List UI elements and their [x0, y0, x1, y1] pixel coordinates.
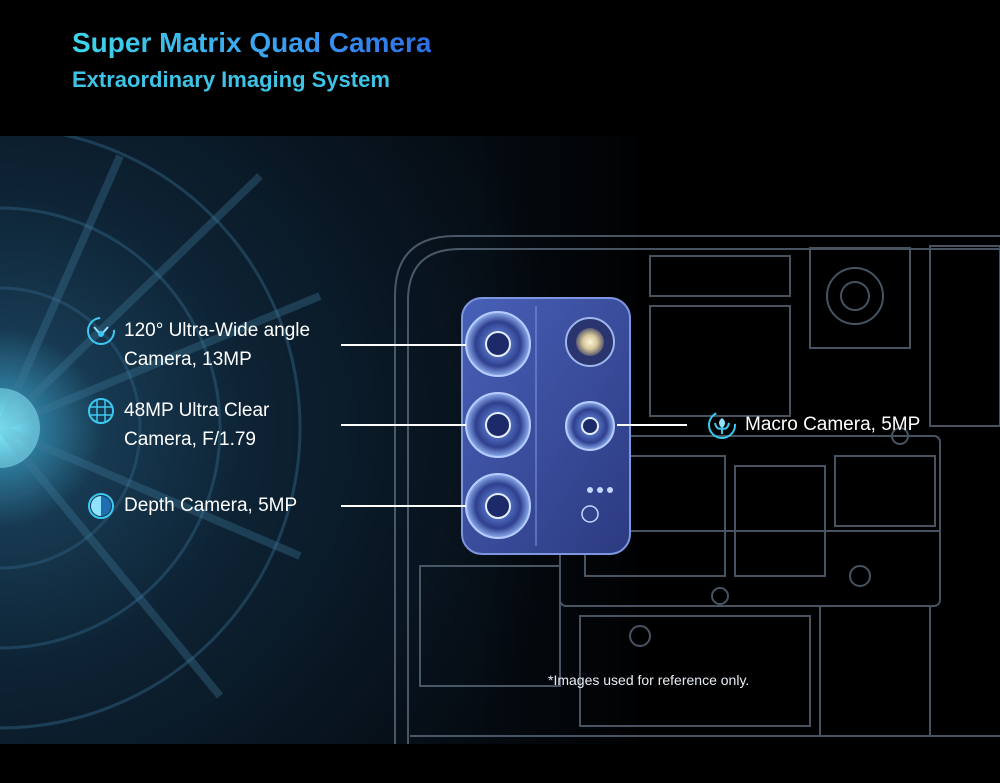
- leader-line-main: [341, 424, 466, 426]
- feature-macro-line-1: Macro Camera, 5MP: [745, 414, 921, 435]
- grid-globe-icon: [88, 398, 114, 424]
- depth-half-circle-icon: [88, 493, 114, 519]
- camera-scene: [0, 136, 1000, 744]
- leader-line-depth: [341, 505, 466, 507]
- camera-module: [461, 297, 631, 555]
- feature-main-line-2: Camera, F/1.79: [124, 429, 256, 450]
- feature-main: 48MP Ultra Clear Camera, F/1.79: [86, 396, 269, 454]
- flower-macro-icon: [708, 411, 736, 439]
- feature-main-line-1: 48MP Ultra Clear: [124, 400, 270, 421]
- feature-ultra-wide: 120° Ultra-Wide angle Camera, 13MP: [86, 316, 310, 374]
- feature-ultra-wide-line-1: 120° Ultra-Wide angle: [124, 320, 311, 341]
- page-title: Super Matrix Quad Camera: [72, 27, 432, 58]
- header: Super Matrix Quad Camera Extraordinary I…: [72, 26, 431, 94]
- bottom-bar: [0, 744, 1000, 783]
- camera-illustration: [0, 136, 1000, 744]
- leader-line-macro: [617, 424, 687, 426]
- leader-line-ultra-wide: [341, 344, 466, 346]
- ultra-wide-lens-icon: [87, 317, 115, 345]
- feature-macro: Macro Camera, 5MP: [707, 410, 920, 440]
- feature-ultra-wide-line-2: Camera, 13MP: [124, 349, 252, 370]
- page-subtitle: Extraordinary Imaging System: [72, 67, 390, 92]
- feature-depth: Depth Camera, 5MP: [86, 491, 297, 521]
- feature-depth-line-1: Depth Camera, 5MP: [124, 495, 298, 516]
- disclaimer-note: *Images used for reference only.: [548, 672, 750, 688]
